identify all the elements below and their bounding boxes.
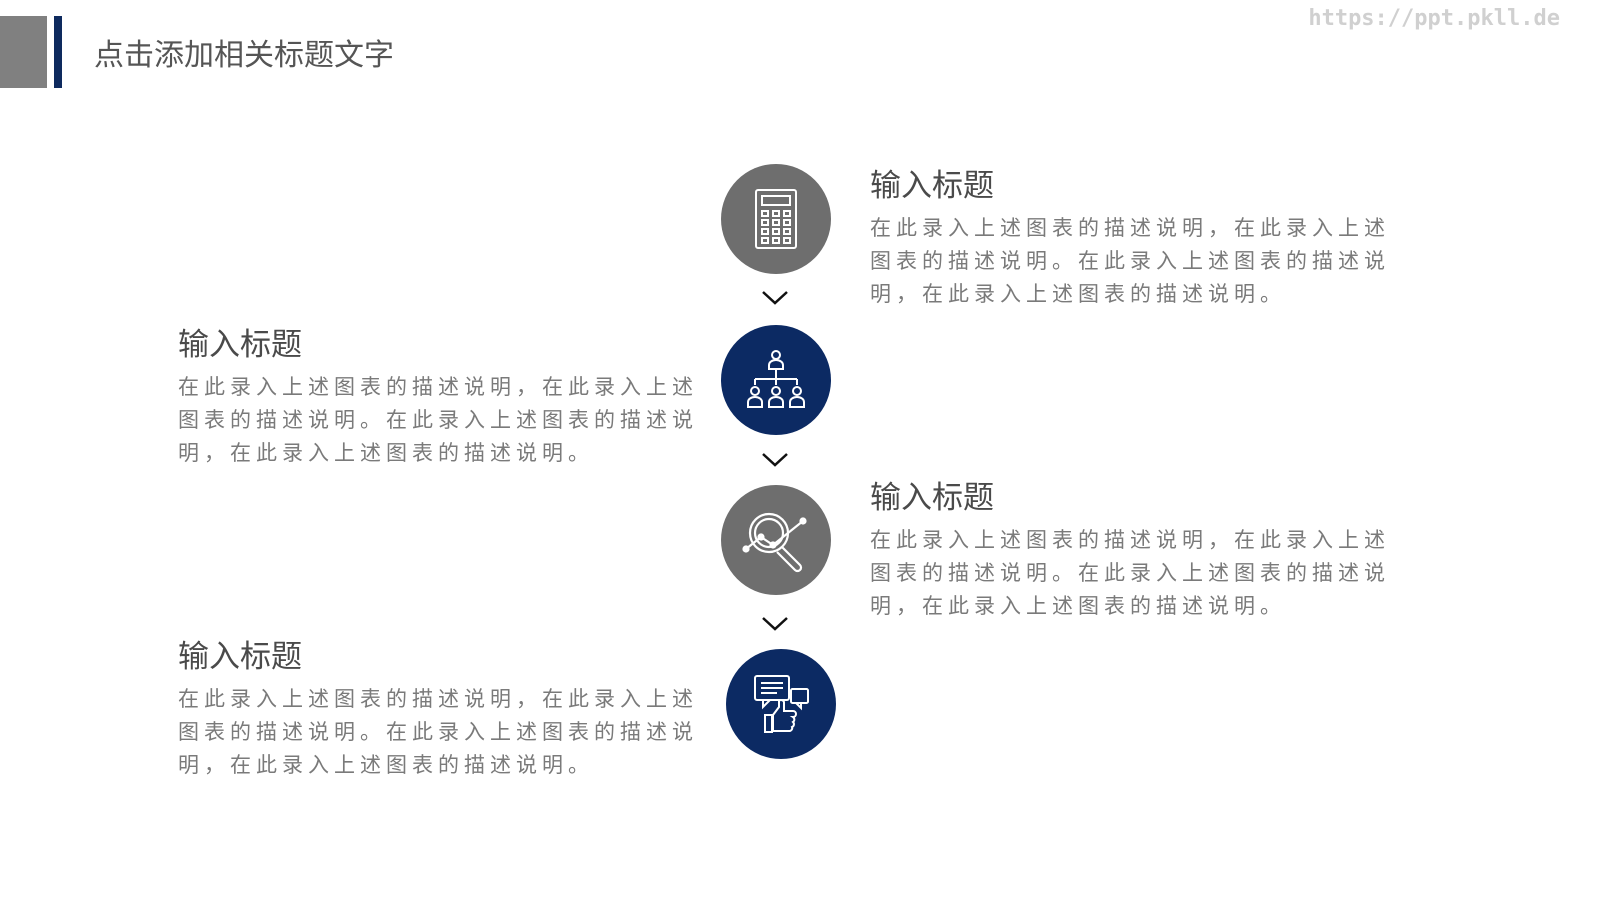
- chevron-down-icon: [762, 617, 788, 631]
- step-4-text: 输入标题 在此录入上述图表的描述说明，在此录入上述图表的描述说明。在此录入上述图…: [178, 637, 718, 782]
- calculator-icon: [755, 189, 797, 249]
- step-3-description: 在此录入上述图表的描述说明，在此录入上述图表的描述说明。在此录入上述图表的描述说…: [870, 528, 1390, 618]
- org-chart-icon: [747, 350, 805, 408]
- step-4-icon: [726, 649, 836, 759]
- step-1-description: 在此录入上述图表的描述说明，在此录入上述图表的描述说明。在此录入上述图表的描述说…: [870, 216, 1390, 306]
- step-1-text: 输入标题 在此录入上述图表的描述说明，在此录入上述图表的描述说明。在此录入上述图…: [870, 166, 1410, 311]
- step-3-text: 输入标题 在此录入上述图表的描述说明，在此录入上述图表的描述说明。在此录入上述图…: [870, 478, 1410, 623]
- feedback-thumbs-up-icon: [754, 675, 809, 733]
- step-3-icon: [721, 485, 831, 595]
- step-2-icon: [721, 325, 831, 435]
- step-4-title: 输入标题: [178, 639, 302, 675]
- header-accent-gray: [0, 16, 47, 88]
- magnifier-analytics-icon: [742, 512, 807, 573]
- step-2-description: 在此录入上述图表的描述说明，在此录入上述图表的描述说明。在此录入上述图表的描述说…: [178, 375, 698, 465]
- step-2-title: 输入标题: [178, 327, 302, 363]
- step-1-title: 输入标题: [870, 168, 994, 204]
- step-1-icon: [721, 164, 831, 274]
- step-3-title: 输入标题: [870, 480, 994, 516]
- watermark: https://ppt.pkll.de: [1308, 6, 1560, 31]
- header-accent-blue: [54, 16, 62, 88]
- chevron-down-icon: [762, 453, 788, 467]
- chevron-down-icon: [762, 291, 788, 305]
- step-2-text: 输入标题 在此录入上述图表的描述说明，在此录入上述图表的描述说明。在此录入上述图…: [178, 325, 718, 470]
- page-title: 点击添加相关标题文字: [94, 38, 394, 73]
- step-4-description: 在此录入上述图表的描述说明，在此录入上述图表的描述说明。在此录入上述图表的描述说…: [178, 687, 698, 777]
